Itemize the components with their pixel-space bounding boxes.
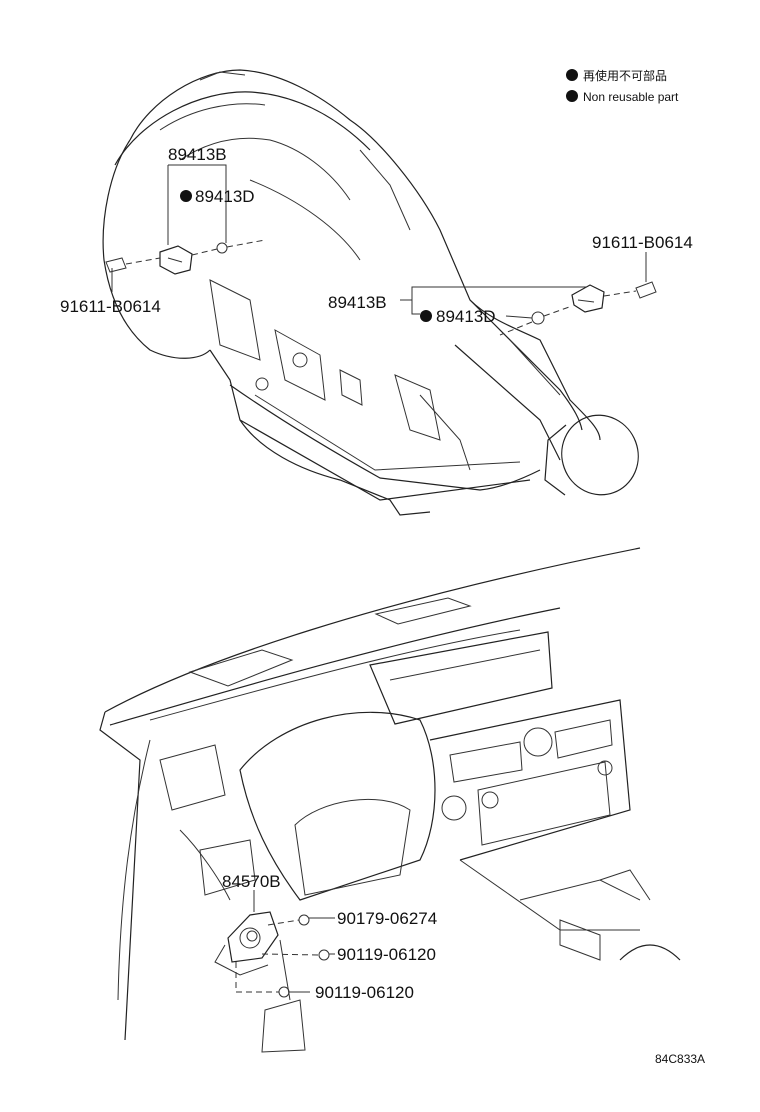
figure-code: 84C833A xyxy=(655,1052,705,1066)
label-89413b-top: 89413B xyxy=(168,145,227,164)
label-90179: 90179-06274 xyxy=(337,909,437,928)
dashboard-drawing xyxy=(99,547,681,1053)
leaders-upper xyxy=(111,164,647,319)
left-speed-sensor xyxy=(105,239,266,275)
label-89413d-right: 89413D xyxy=(436,307,496,326)
legend: 再使用不可部品 Non reusable part xyxy=(566,68,679,104)
label-91611-right: 91611-B0614 xyxy=(592,233,693,252)
label-84570b: 84570B xyxy=(222,872,281,891)
transmission-drawing xyxy=(102,69,639,516)
label-91611-left: 91611-B0614 xyxy=(60,297,161,316)
legend-marker-1 xyxy=(566,69,578,81)
marker-89413d-top xyxy=(180,190,192,202)
right-speed-sensor xyxy=(499,281,657,336)
legend-text-jp: 再使用不可部品 xyxy=(583,68,667,83)
legend-marker-2 xyxy=(566,90,578,102)
legend-text-en: Non reusable part xyxy=(583,90,679,104)
label-90119-a: 90119-06120 xyxy=(337,945,436,964)
marker-89413d-right xyxy=(420,310,432,322)
leaders-lower xyxy=(235,890,335,993)
label-89413b-right: 89413B xyxy=(328,293,387,312)
label-89413d-top: 89413D xyxy=(195,187,255,206)
label-90119-b: 90119-06120 xyxy=(315,983,414,1002)
